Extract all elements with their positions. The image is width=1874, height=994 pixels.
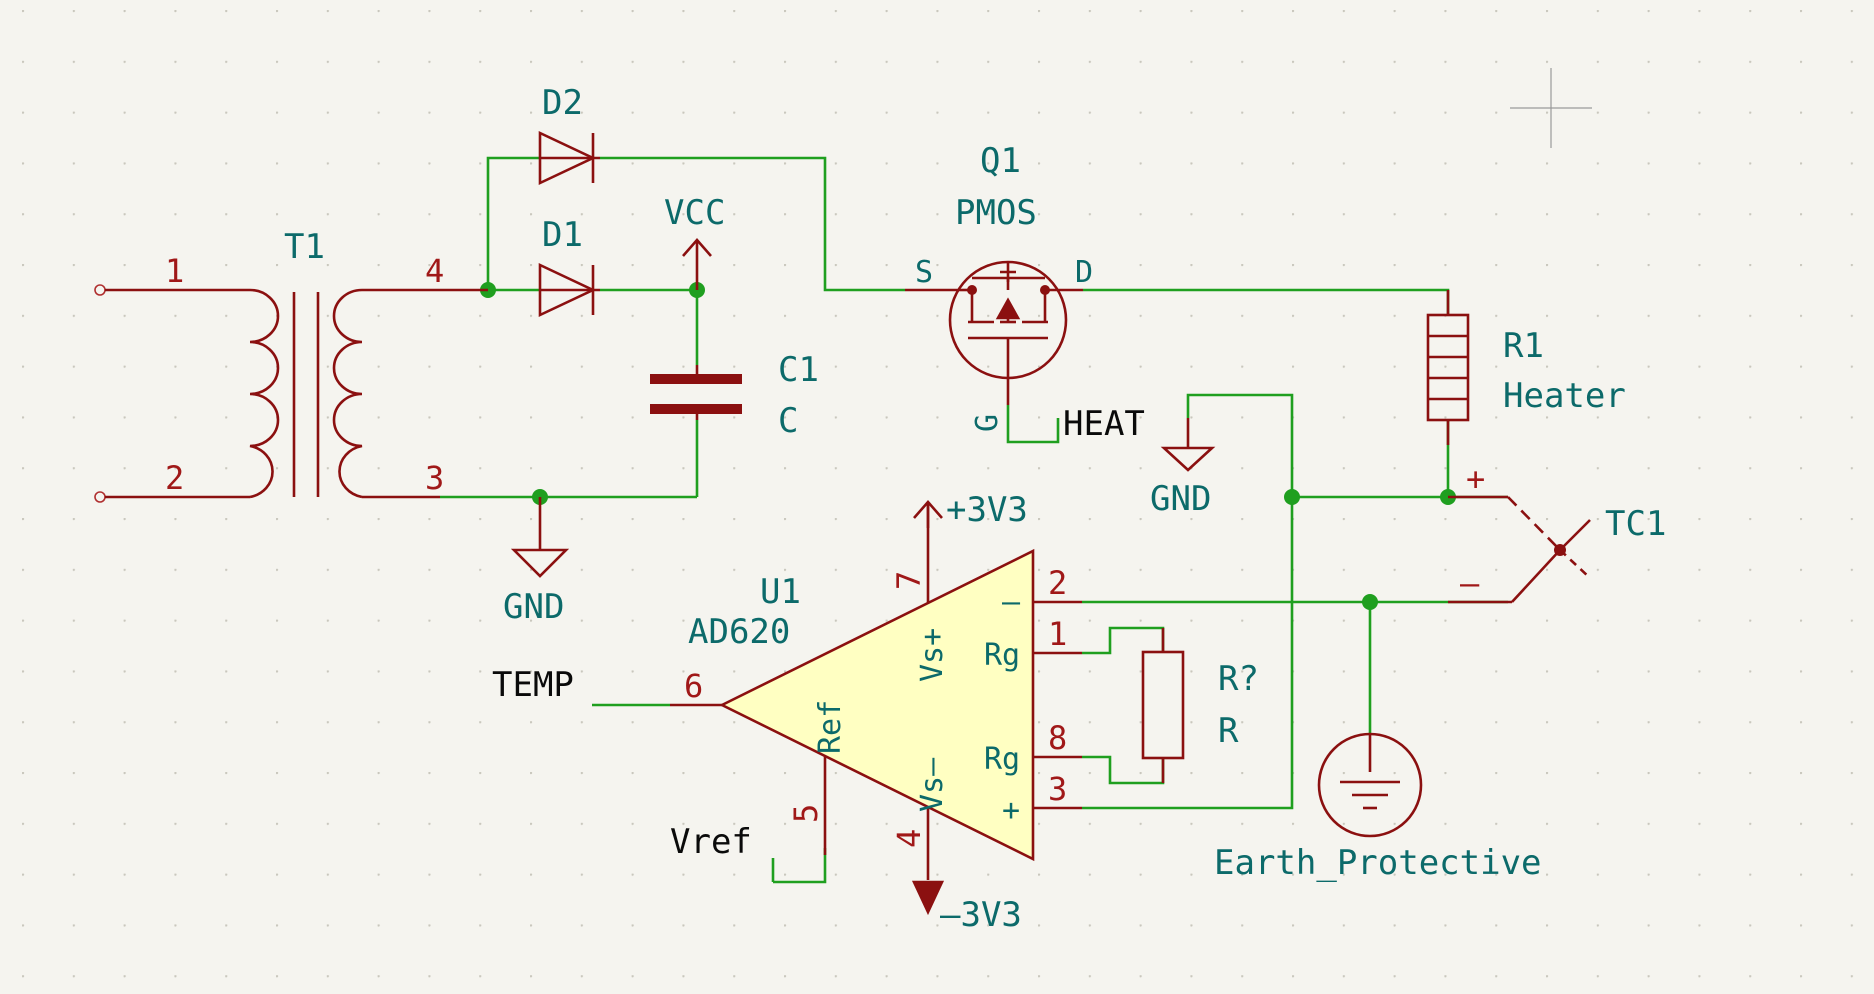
plus-3v3-label: +3V3	[946, 490, 1028, 530]
opamp-pin-name-in-plus: +	[1002, 793, 1020, 828]
transformer-pin-4: 4	[425, 252, 444, 290]
opamp-pin-name-vs-plus: Vs+	[915, 628, 950, 682]
opamp-pin-4: 4	[890, 829, 928, 848]
mosfet-pin-d: D	[1075, 255, 1093, 290]
gnd-mid-label: GND	[1150, 479, 1211, 519]
vcc-label: VCC	[664, 193, 725, 233]
opamp-pin-name-rg-a: Rg	[984, 638, 1020, 673]
capacitor-value: C	[778, 401, 798, 441]
net-label-temp[interactable]: TEMP	[492, 665, 574, 705]
mosfet-pin-s: S	[915, 255, 933, 290]
transformer-t1[interactable]: T1 1 2 4 3	[94, 227, 488, 503]
opamp-pin-3: 3	[1048, 770, 1067, 808]
gain-resistor[interactable]: R? R	[1141, 628, 1259, 783]
transformer-pin-2: 2	[165, 459, 184, 497]
thermocouple-ref: TC1	[1605, 504, 1666, 544]
transformer-pin-1: 1	[165, 252, 184, 290]
power-vcc[interactable]: VCC	[664, 193, 725, 290]
mosfet-ref: Q1	[980, 141, 1021, 181]
transformer-pin-3: 3	[425, 459, 444, 497]
thermocouple-plus: +	[1466, 460, 1485, 498]
net-label-heat[interactable]: HEAT	[1063, 404, 1145, 444]
minus-3v3-label: –3V3	[940, 895, 1022, 935]
crosshair-cursor-icon	[1510, 68, 1592, 148]
mosfet-q1[interactable]: Q1 PMOS S D G	[905, 141, 1093, 432]
opamp-pin-name-rg-b: Rg	[984, 742, 1020, 777]
opamp-u1[interactable]: U1 AD620 6 2 1 8 3 7 4 5 Vs+ Vs– Ref Rg …	[670, 502, 1082, 880]
opamp-pin-7: 7	[890, 571, 928, 590]
gain-resistor-ref: R?	[1218, 659, 1259, 699]
capacitor-ref: C1	[778, 350, 819, 390]
power-plus-3v3[interactable]: +3V3	[913, 490, 1028, 530]
diode-d1[interactable]: D1	[538, 215, 600, 318]
opamp-pin-6: 6	[684, 667, 703, 705]
diode-d1-ref: D1	[542, 215, 583, 255]
junctions	[480, 282, 1456, 610]
power-gnd-mid[interactable]: GND	[1150, 418, 1216, 519]
thermocouple-tc1[interactable]: TC1 + –	[1448, 460, 1666, 604]
transformer-ref: T1	[284, 227, 325, 267]
heater-value: Heater	[1503, 376, 1626, 416]
opamp-pin-8: 8	[1048, 719, 1067, 757]
power-earth-protective[interactable]: Earth_Protective	[1214, 732, 1542, 883]
opamp-pin-5: 5	[787, 804, 825, 823]
capacitor-c1[interactable]: C1 C	[650, 350, 819, 441]
diode-d2[interactable]: D2	[538, 83, 600, 186]
heater-r1[interactable]: R1 Heater	[1426, 290, 1626, 445]
earth-label: Earth_Protective	[1214, 843, 1542, 883]
heater-ref: R1	[1503, 326, 1544, 366]
opamp-pin-name-vs-minus: Vs–	[915, 757, 950, 812]
mosfet-pin-g: G	[970, 414, 1005, 432]
opamp-pin-2: 2	[1048, 564, 1067, 602]
opamp-value: AD620	[688, 612, 790, 652]
gain-resistor-value: R	[1218, 711, 1239, 751]
diode-d2-ref: D2	[542, 83, 583, 123]
power-gnd-left[interactable]: GND	[503, 497, 570, 627]
thermocouple-minus: –	[1460, 564, 1480, 602]
opamp-ref: U1	[760, 572, 801, 612]
mosfet-value: PMOS	[955, 193, 1037, 233]
opamp-pin-name-ref: Ref	[813, 700, 848, 754]
opamp-pin-name-in-minus: –	[1002, 585, 1021, 620]
gnd-left-label: GND	[503, 587, 564, 627]
power-minus-3v3[interactable]: –3V3	[911, 880, 1022, 935]
net-label-vref[interactable]: Vref	[670, 822, 752, 862]
opamp-pin-1: 1	[1048, 615, 1067, 653]
